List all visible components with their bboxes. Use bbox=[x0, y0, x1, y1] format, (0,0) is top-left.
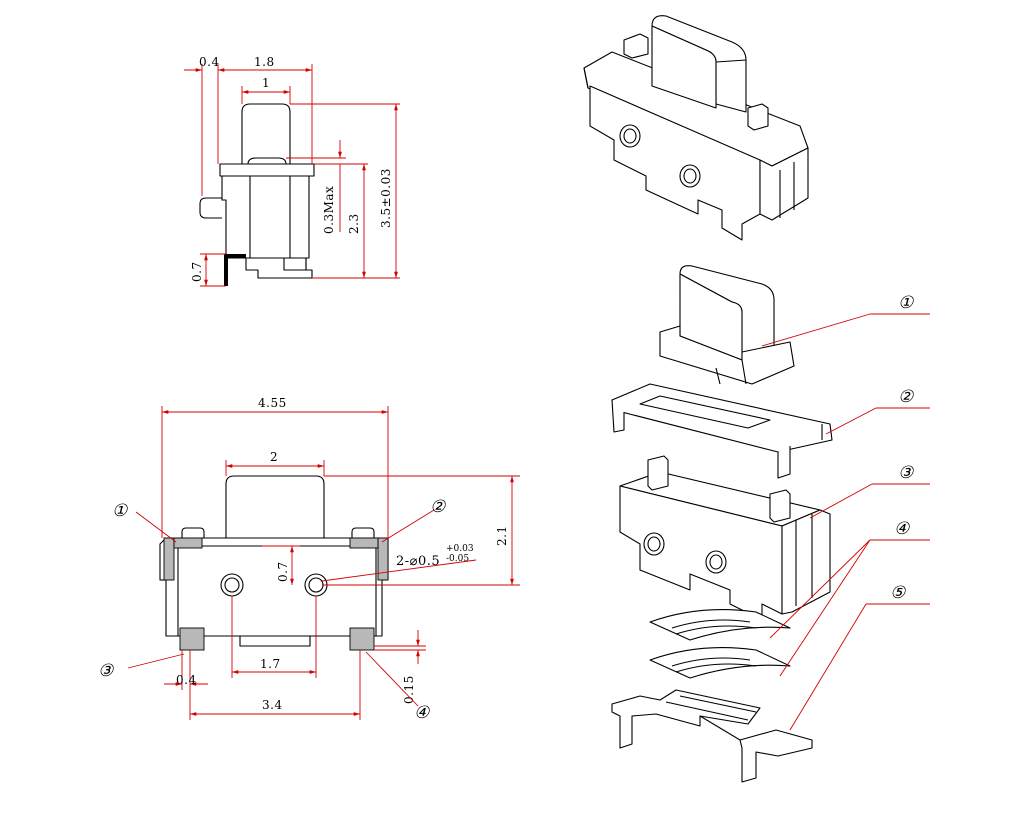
callout-exploded-1: ① bbox=[898, 293, 914, 313]
dim-front-pad: 0.4 bbox=[176, 673, 197, 687]
exploded-actuator bbox=[659, 265, 795, 385]
dim-front-hole-pitch: 1.7 bbox=[260, 657, 281, 671]
callout-exploded-5: ⑤ bbox=[890, 583, 906, 603]
exploded-housing bbox=[619, 455, 831, 621]
front-view-dimensions: 4.55 2 2.1 0.7 2-⌀0.5 +0.03 -0.05 1.7 bbox=[161, 396, 520, 720]
callout-front-4: ④ bbox=[414, 703, 430, 723]
callout-exploded-2: ② bbox=[898, 387, 914, 407]
callout-front-2: ② bbox=[430, 497, 446, 517]
front-view-outline bbox=[159, 475, 389, 651]
dim-side-b: 1.8 bbox=[254, 55, 275, 69]
exploded-terminal bbox=[611, 689, 813, 783]
exploded-domes bbox=[649, 609, 791, 679]
side-view-outline bbox=[199, 103, 315, 286]
front-view: 4.55 2 2.1 0.7 2-⌀0.5 +0.03 -0.05 1.7 bbox=[98, 396, 520, 723]
dim-front-width: 4.55 bbox=[258, 396, 287, 410]
callout-exploded-3: ③ bbox=[898, 463, 914, 483]
front-view-callouts: ① ② ③ ④ bbox=[98, 497, 446, 723]
hole-note-main: 2-⌀0.5 bbox=[396, 554, 440, 569]
exploded-frame bbox=[611, 383, 833, 479]
dim-side-d: 0.3Max bbox=[322, 186, 336, 234]
dim-front-pad-pitch: 3.4 bbox=[262, 698, 283, 712]
dim-side-c: 1 bbox=[262, 76, 270, 90]
dim-side-g: 0.7 bbox=[190, 261, 204, 282]
dim-side-a: 0.4 bbox=[199, 55, 220, 69]
side-view-dimensions: 0.4 1.8 1 0.3Max 2.3 3.5±0.03 0.7 bbox=[184, 55, 400, 287]
dim-side-f: 3.5±0.03 bbox=[379, 168, 393, 228]
dim-side-e: 2.3 bbox=[347, 213, 361, 234]
dim-front-stem: 2 bbox=[270, 450, 278, 464]
dim-front-height: 2.1 bbox=[495, 525, 509, 546]
dim-front-hole-offset: 0.7 bbox=[276, 561, 290, 582]
exploded-view: ① ② ③ ④ ⑤ bbox=[611, 265, 930, 783]
hole-note-upper-tol: +0.03 bbox=[446, 544, 474, 554]
callout-front-1: ① bbox=[112, 501, 128, 521]
hole-note-lower-tol: -0.05 bbox=[446, 554, 469, 564]
exploded-callouts: ① ② ③ ④ ⑤ bbox=[761, 293, 930, 731]
callout-exploded-4: ④ bbox=[894, 519, 910, 539]
callout-front-3: ③ bbox=[98, 661, 114, 681]
assembled-switch-view bbox=[583, 15, 809, 241]
side-view: 0.4 1.8 1 0.3Max 2.3 3.5±0.03 0.7 bbox=[184, 55, 400, 287]
dim-front-standoff: 0.15 bbox=[402, 675, 416, 704]
